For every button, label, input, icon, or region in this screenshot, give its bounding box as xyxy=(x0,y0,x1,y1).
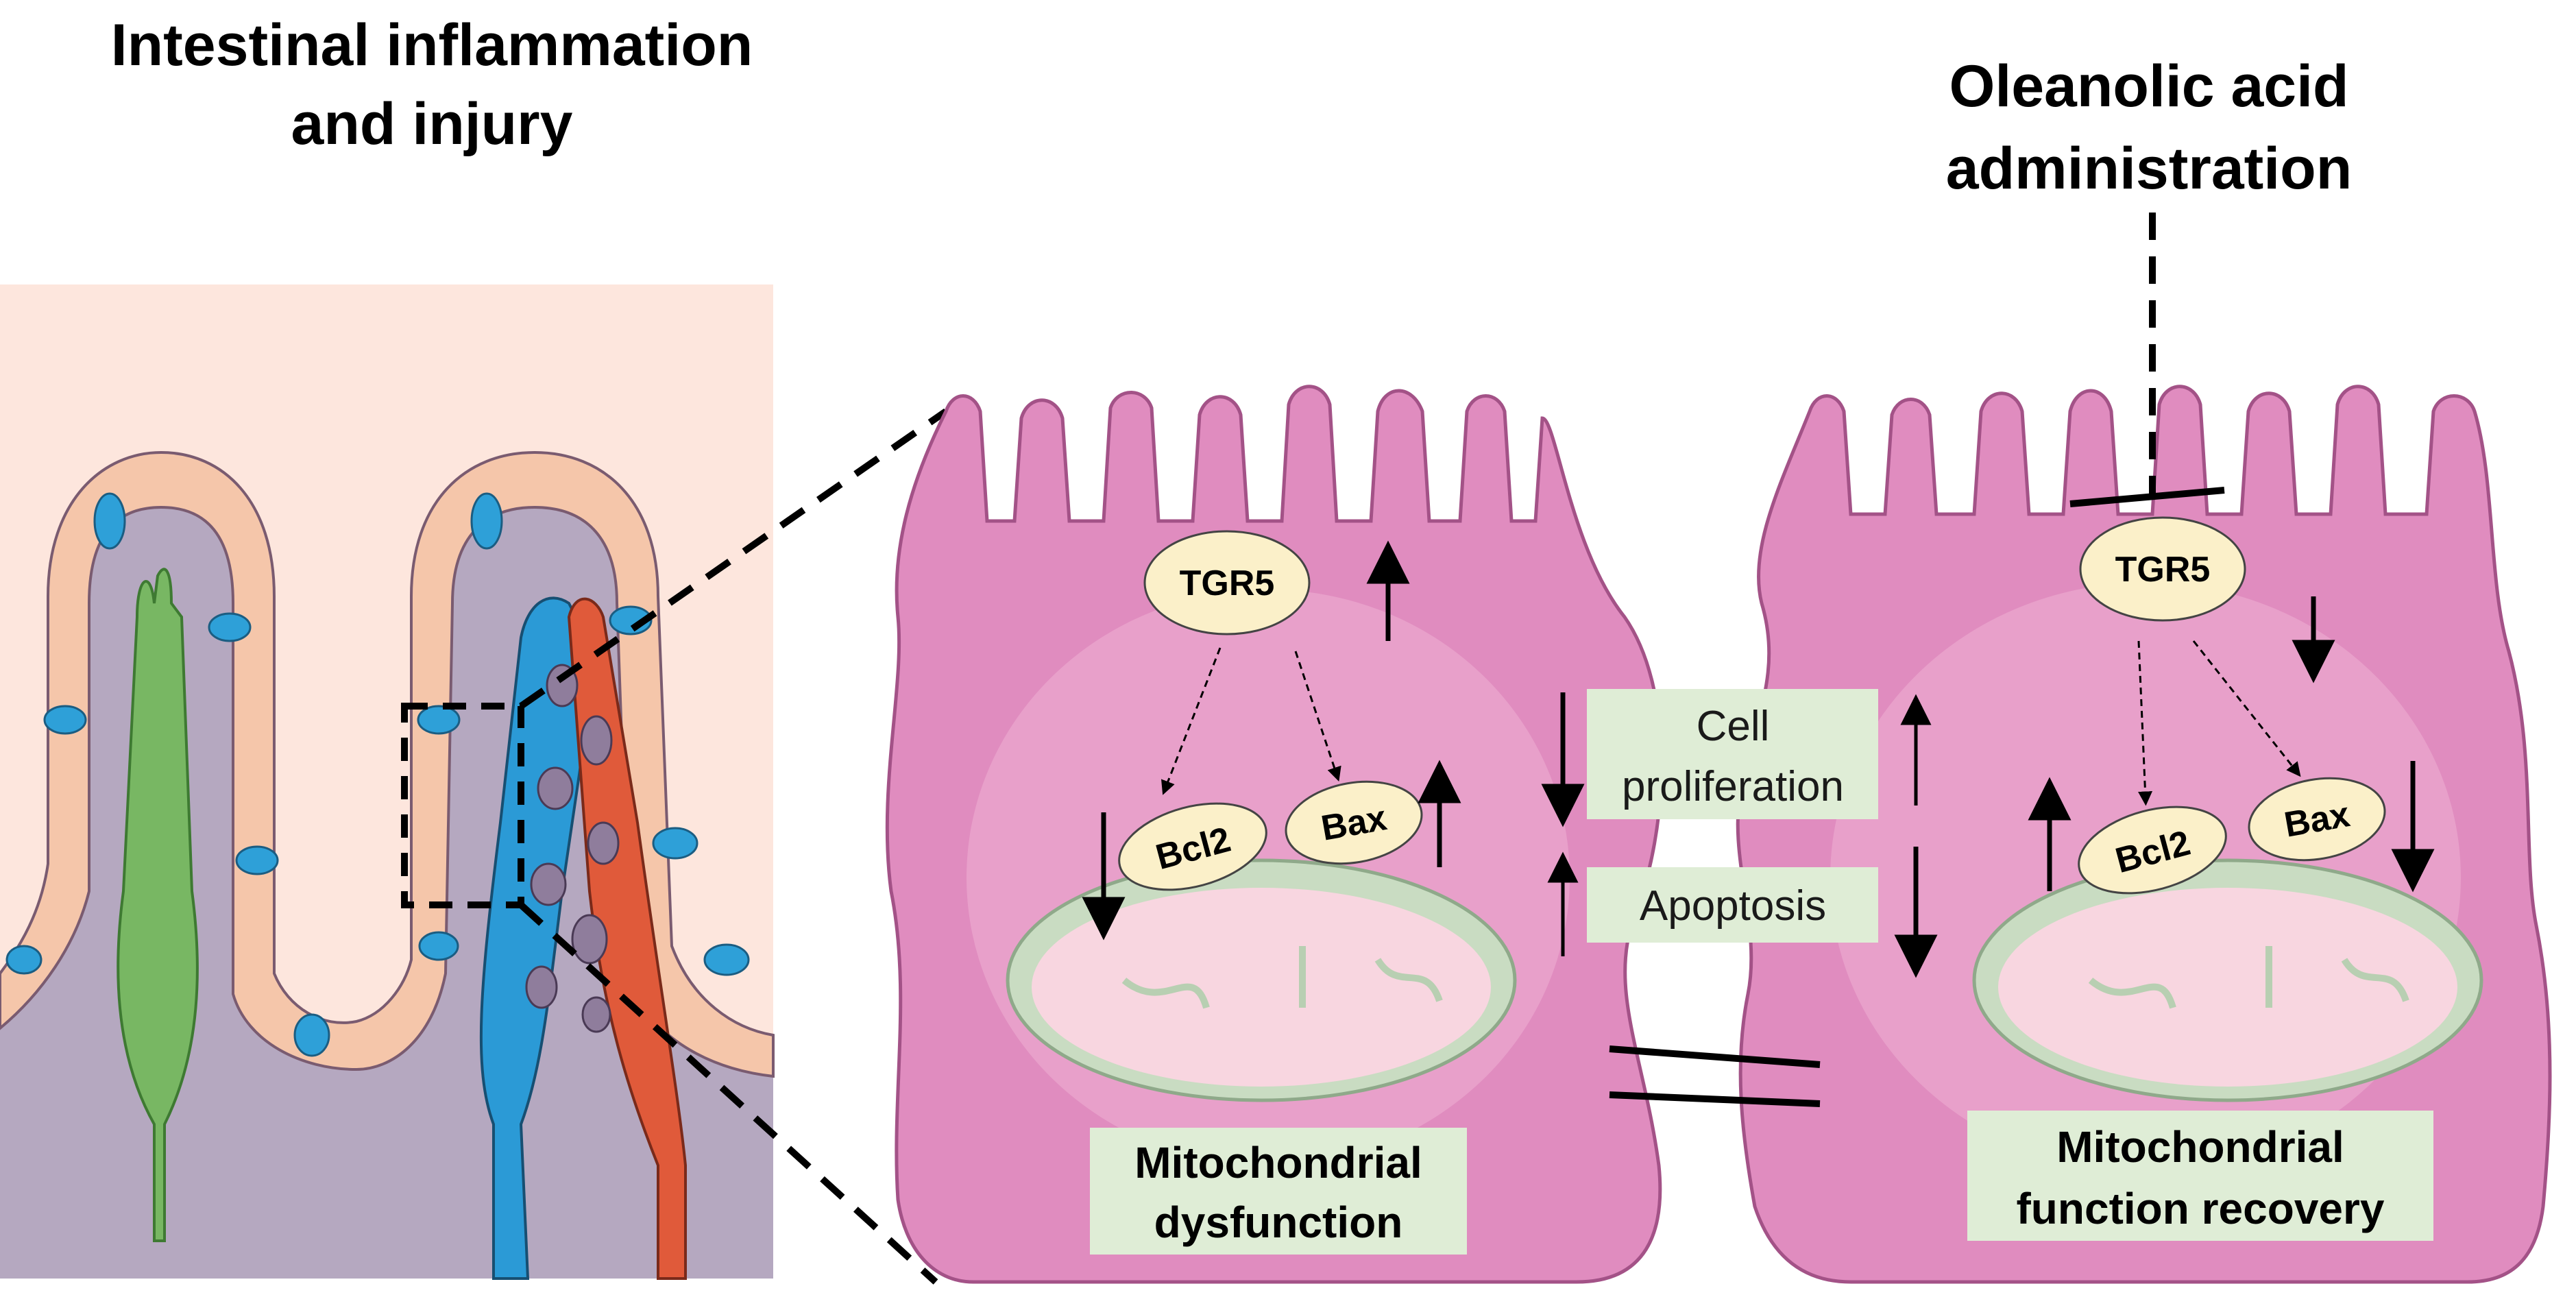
epithelial-lining xyxy=(0,450,775,1078)
dysfunction-label-box xyxy=(1090,1128,1467,1255)
cell-proliferation-box xyxy=(1587,689,1878,819)
cell-injured: TGR5 Bcl2 Bax Mitochondrial dysfunction xyxy=(885,385,1664,1284)
apoptosis-label: Apoptosis xyxy=(1640,882,1826,930)
tgr5-oval-left xyxy=(1143,530,1311,635)
goblet-cells xyxy=(5,492,750,1057)
tgr5-to-bcl2-arrow-right xyxy=(2137,640,2153,806)
comparison-panel: Cell proliferation Apoptosis xyxy=(1541,689,1938,1107)
lacteal xyxy=(117,568,199,1242)
right-title-line2: administration xyxy=(1946,136,2353,202)
tgr5-label-left: TGR5 xyxy=(1180,564,1275,603)
right-title: Oleanolic acid administration xyxy=(1946,53,2353,202)
cell-proliferation-line2: proliferation xyxy=(1622,763,1844,810)
recovery-label-line1: Mitochondrial xyxy=(2056,1122,2344,1172)
intestinal-villi-illustration xyxy=(0,284,775,1280)
recovery-label-line2: function recovery xyxy=(2016,1184,2384,1233)
bax-oval-right xyxy=(2248,777,2386,862)
dysfunction-label-line2: dysfunction xyxy=(1154,1198,1403,1247)
zoom-line-bottom xyxy=(518,902,938,1285)
bcl2-oval-right xyxy=(2078,806,2227,895)
right-title-line1: Oleanolic acid xyxy=(1949,53,2348,119)
left-title-line1: Intestinal inflammation xyxy=(111,12,753,78)
tgr5-to-bax-arrow-left xyxy=(1294,651,1341,782)
left-title: Intestinal inflammation and injury xyxy=(111,12,753,157)
tgr5-to-bax-arrow-right xyxy=(2192,640,2301,777)
mitochondrion-injured xyxy=(1006,858,1517,1102)
tgr5-to-bcl2-arrow-left xyxy=(1161,647,1222,795)
cell-recovered: TGR5 Bcl2 Bax Mitochondrial function rec… xyxy=(1736,213,2552,1284)
not-equal-icon xyxy=(1609,1045,1821,1107)
vein xyxy=(479,596,598,1280)
tgr5-oval-right xyxy=(2079,516,2246,622)
bax-oval-left xyxy=(1285,780,1423,865)
capillary-network xyxy=(525,664,620,1033)
cell-proliferation-line1: Cell xyxy=(1697,703,1770,750)
recovery-label-box xyxy=(1967,1111,2433,1241)
inhibition-bar-icon xyxy=(2069,487,2225,507)
artery xyxy=(567,597,687,1280)
tgr5-label-right: TGR5 xyxy=(2115,550,2211,590)
apoptosis-box xyxy=(1587,867,1878,943)
bcl2-oval-left xyxy=(1118,802,1267,891)
zoom-selection-box xyxy=(401,703,524,908)
zoom-line-top xyxy=(519,408,948,710)
left-title-line2: and injury xyxy=(291,91,573,157)
mitochondrion-recovered xyxy=(1972,858,2483,1102)
dysfunction-label-line1: Mitochondrial xyxy=(1134,1138,1422,1187)
